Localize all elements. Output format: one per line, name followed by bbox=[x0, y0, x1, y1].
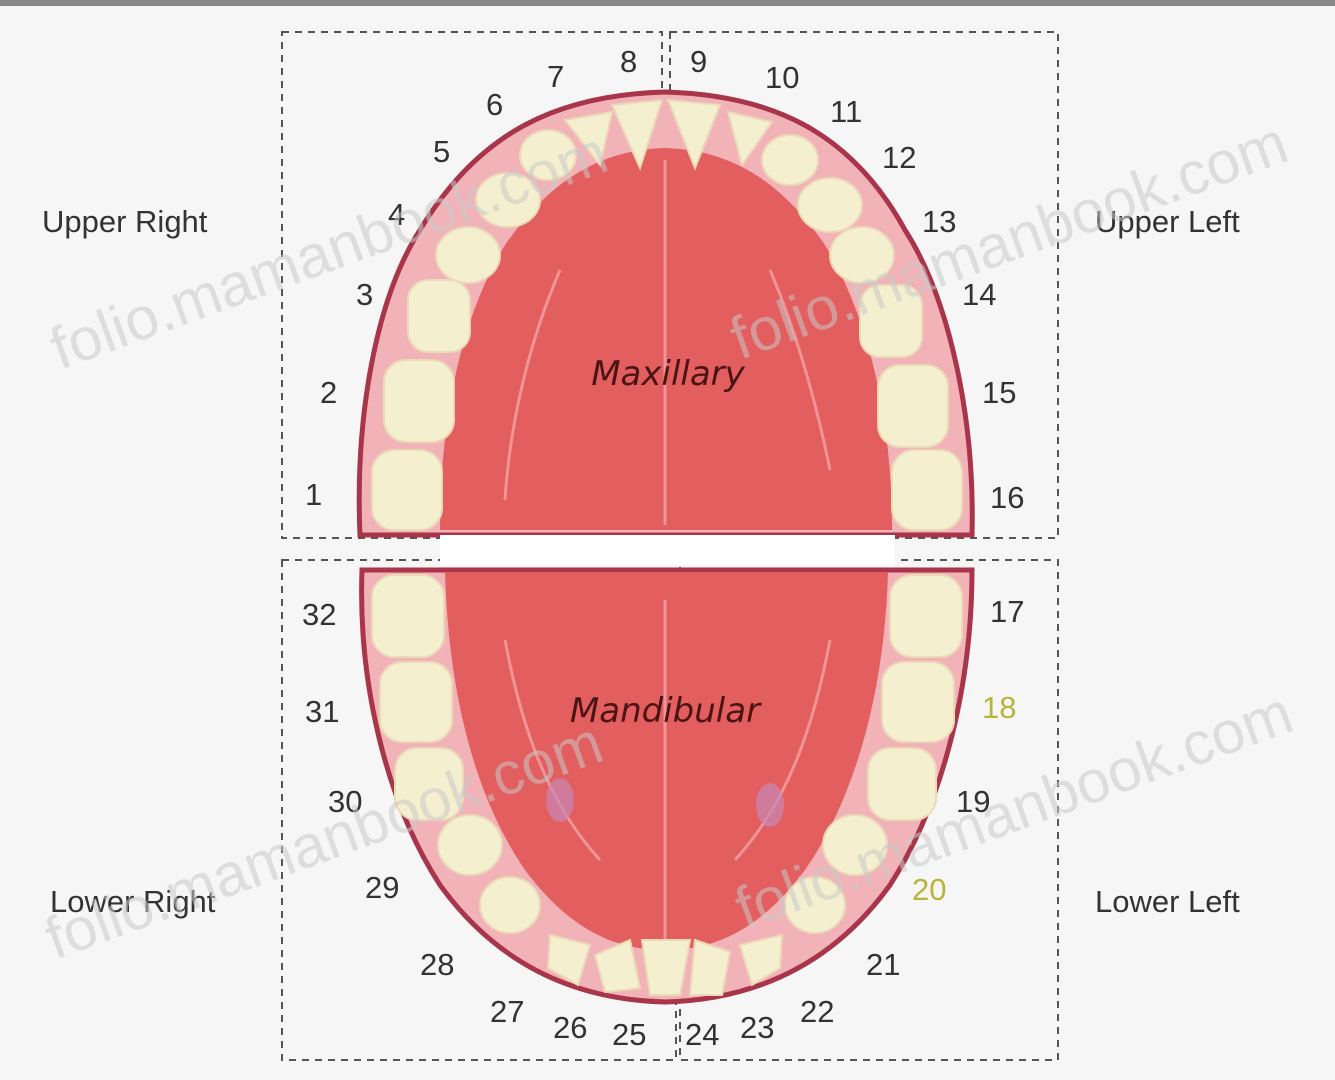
mandibular-label: Mandibular bbox=[570, 691, 762, 731]
tooth-number-10: 10 bbox=[765, 60, 799, 95]
tooth-number-32: 32 bbox=[302, 597, 336, 632]
tooth-number-28: 28 bbox=[420, 947, 454, 982]
tooth-number-21: 21 bbox=[866, 947, 900, 982]
tooth-number-3: 3 bbox=[356, 277, 373, 312]
arch-gap bbox=[440, 535, 895, 565]
tooth-number-22: 22 bbox=[800, 994, 834, 1029]
tooth-number-15: 15 bbox=[982, 375, 1016, 410]
tooth-number-11: 11 bbox=[830, 94, 862, 129]
tooth-number-1: 1 bbox=[305, 477, 322, 512]
upper-right-label: Upper Right bbox=[42, 204, 208, 239]
tooth-number-16: 16 bbox=[990, 480, 1024, 515]
tooth-number-9: 9 bbox=[690, 44, 707, 79]
tooth-number-5: 5 bbox=[433, 134, 450, 169]
tooth-number-8: 8 bbox=[620, 44, 637, 79]
tooth-number-27: 27 bbox=[490, 994, 524, 1029]
tooth-number-25: 25 bbox=[612, 1017, 646, 1052]
tooth-number-7: 7 bbox=[547, 59, 564, 94]
tooth-number-24: 24 bbox=[685, 1017, 719, 1052]
maxillary-label: Maxillary bbox=[591, 354, 745, 394]
tooth-number-12: 12 bbox=[882, 140, 916, 175]
tooth-number-31: 31 bbox=[305, 694, 339, 729]
tooth-number-29: 29 bbox=[365, 870, 399, 905]
tooth-number-17: 17 bbox=[990, 594, 1024, 629]
lower-left-label: Lower Left bbox=[1095, 884, 1240, 919]
tooth-number-26: 26 bbox=[553, 1010, 587, 1045]
tooth-number-2: 2 bbox=[320, 375, 337, 410]
tooth-number-23: 23 bbox=[740, 1010, 774, 1045]
tooth-number-18: 18 bbox=[982, 690, 1016, 725]
tooth-number-6: 6 bbox=[486, 87, 503, 122]
